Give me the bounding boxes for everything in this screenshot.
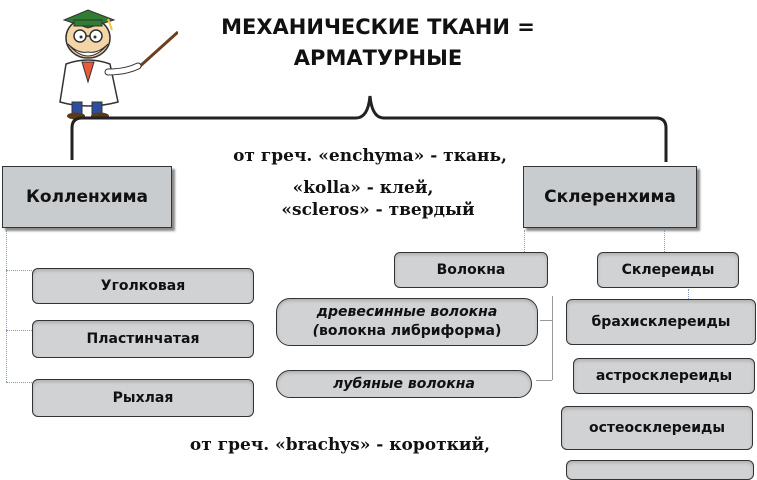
sklerenchyma-connector-right	[664, 230, 665, 252]
etymology-note-bottom: от греч. «brachys» - короткий,	[120, 432, 560, 458]
kollenchyma-label: Колленхима	[26, 187, 148, 207]
fibers-label: Волокна	[436, 261, 506, 278]
fibers-connector-vertical	[552, 296, 553, 380]
kollenchyma-box: Колленхима	[2, 166, 172, 228]
wood-fibers-paren: (	[312, 323, 320, 339]
etymology-note-top: от греч. «enchyma» - ткань, «kolla» - кл…	[180, 140, 560, 226]
kollenchyma-type-loose: Рыхлая	[32, 379, 254, 417]
wood-fibers-line-1: древесинные волокна	[316, 304, 498, 320]
bast-fibers-label: лубяные волокна	[333, 375, 475, 392]
sclereids-connector	[688, 289, 689, 299]
fibers-connector-1	[540, 320, 552, 321]
fibers-box: Волокна	[394, 252, 548, 288]
sklerenchyma-box: Склеренхима	[523, 166, 697, 228]
sclereid-type-label: остеосклереиды	[589, 419, 725, 436]
etymology-bottom-line: от греч. «brachys» - короткий,	[189, 435, 491, 455]
etymology-line-1: от греч. «enchyma» - ткань,	[233, 146, 507, 166]
curly-brace	[70, 95, 668, 162]
sclereid-type-label: брахисклереиды	[591, 313, 731, 330]
kollenchyma-connector-1	[6, 270, 32, 271]
kollenchyma-type-lamellar: Пластинчатая	[32, 320, 254, 358]
sclereids-box: Склереиды	[597, 252, 739, 288]
wood-fibers-line-2-rest: волокна либриформа)	[319, 323, 502, 339]
kollenchyma-type-angular: Уголковая	[32, 268, 254, 304]
sclereid-type-brachy: брахисклереиды	[566, 299, 756, 345]
sclereid-type-label: астросклереиды	[595, 367, 733, 384]
wood-fibers-box: древесинные волокна (волокна либриформа)	[276, 298, 538, 346]
sklerenchyma-label: Склеренхима	[544, 187, 676, 207]
etymology-line-2: «kolla» - клей,	[292, 178, 434, 198]
kollenchyma-type-label: Рыхлая	[112, 389, 174, 406]
sklerenchyma-connector-left	[524, 230, 525, 252]
fibers-connector-2	[536, 380, 552, 381]
page-title: МЕХАНИЧЕСКИЕ ТКАНИ = АРМАТУРНЫЕ	[188, 12, 568, 74]
sclereids-label: Склереиды	[621, 261, 715, 278]
kollenchyma-connector-3	[6, 382, 32, 383]
kollenchyma-type-label: Пластинчатая	[86, 330, 200, 347]
sclereid-type-osteo: остеосклереиды	[561, 406, 753, 450]
kollenchyma-type-label: Уголковая	[100, 277, 186, 294]
sclereid-type-partial	[566, 460, 754, 480]
wood-fibers-line-2: (волокна либриформа)	[313, 322, 502, 341]
title-line-2: АРМАТУРНЫЕ	[293, 46, 463, 70]
etymology-line-3: «scleros» - твердый	[281, 200, 475, 220]
kollenchyma-connector-2	[6, 330, 32, 331]
kollenchyma-connector-vertical	[6, 230, 7, 382]
title-line-1: МЕХАНИЧЕСКИЕ ТКАНИ =	[221, 15, 535, 39]
bast-fibers-box: лубяные волокна	[276, 370, 532, 398]
sclereid-type-astro: астросклереиды	[573, 358, 755, 394]
